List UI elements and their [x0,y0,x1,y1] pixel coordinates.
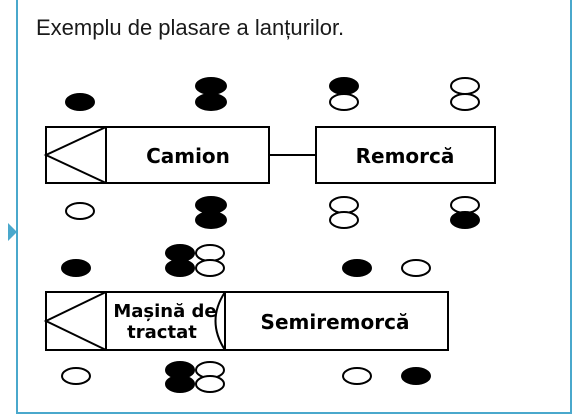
wheel-chained [329,77,359,95]
wheel [65,202,95,220]
wheel-chained [195,196,227,214]
fifth-wheel-arc [214,291,226,351]
wheel [195,259,225,277]
figure-caption: Exemplu de plasare a lanțurilor. [36,15,345,40]
wheel-chained [165,375,195,393]
tractor-body [45,291,226,351]
trailer-label: Remorcă [356,144,455,168]
wheel [329,93,359,111]
wheel-chained [401,367,431,385]
wheel [342,367,372,385]
wheel [401,259,431,277]
wheel-chained [195,211,227,229]
truck-body [45,126,270,184]
semitrailer-label: Semiremorcă [261,310,410,334]
wheel-chained [195,93,227,111]
wheel-chained [450,211,480,229]
tractor-label-line1: Mașină de [113,301,216,322]
wheel [450,77,480,95]
tractor-cab-triangle [43,291,107,351]
callout-pointer [8,223,17,241]
wheel [195,375,225,393]
wheel-chained [342,259,372,277]
truck-cab-triangle [43,126,107,184]
wheel [61,367,91,385]
wheel-chained [165,244,195,262]
wheel [450,93,480,111]
wheel [329,196,359,214]
wheel-chained [65,93,95,111]
wheel-chained [165,259,195,277]
wheel-chained [61,259,91,277]
wheel-chained [195,77,227,95]
truck-label: Camion [146,144,230,168]
wheel [195,244,225,262]
wheel [450,196,480,214]
wheel [329,211,359,229]
tractor-label-line2: tractat [127,322,197,343]
trailer-body [315,126,496,184]
